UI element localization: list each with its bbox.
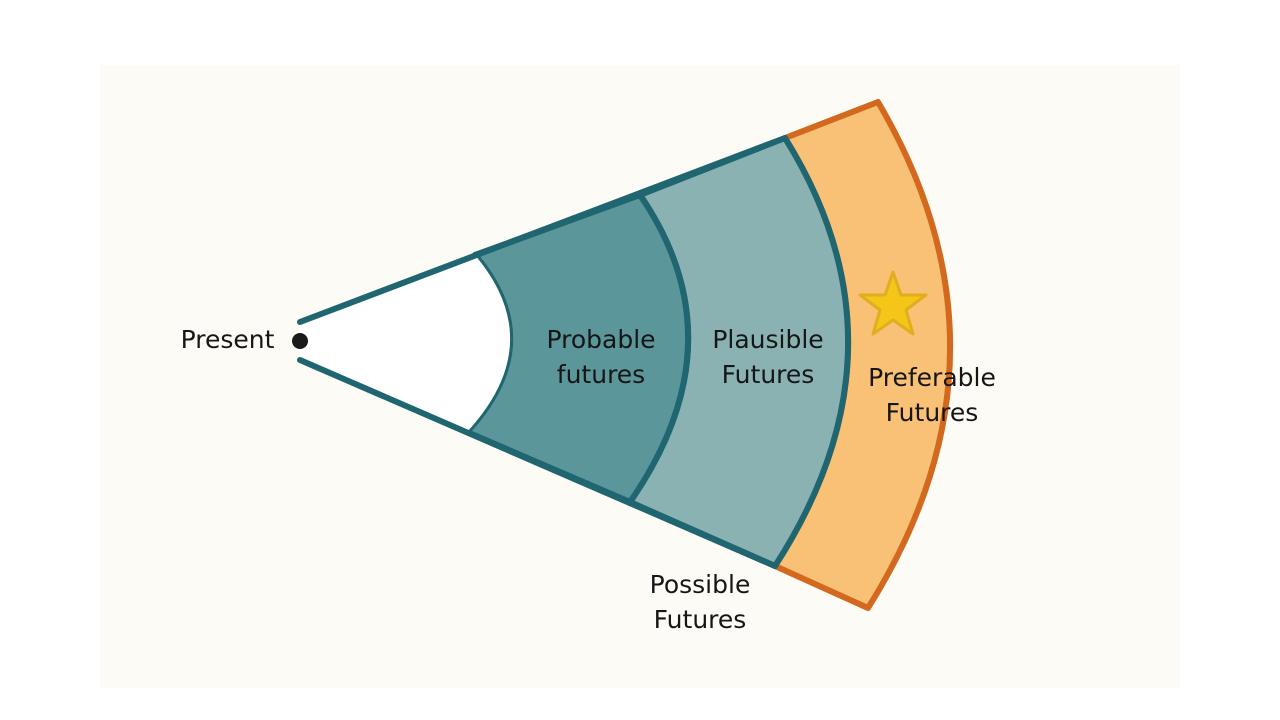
preferable-futures-label: Preferable Futures [847,360,1017,430]
inner-cone-region [300,255,511,432]
probable-futures-label: Probable futures [526,322,676,392]
present-dot [292,333,308,349]
preferable-line-1: Preferable [868,363,996,392]
possible-line-1: Possible [649,570,751,599]
probable-line-2: futures [556,360,646,389]
star-icon [858,270,928,336]
cone-upper-edge [297,135,788,325]
plausible-line-2: Futures [721,360,815,389]
possible-futures-label: Possible Futures [620,567,780,637]
present-label: Present [180,325,275,354]
plausible-line-1: Plausible [712,325,824,354]
possible-line-2: Futures [653,605,747,634]
plausible-futures-label: Plausible Futures [693,322,843,392]
preferable-line-2: Futures [885,398,979,427]
probable-line-1: Probable [546,325,656,354]
cone-lower-edge [297,357,778,569]
